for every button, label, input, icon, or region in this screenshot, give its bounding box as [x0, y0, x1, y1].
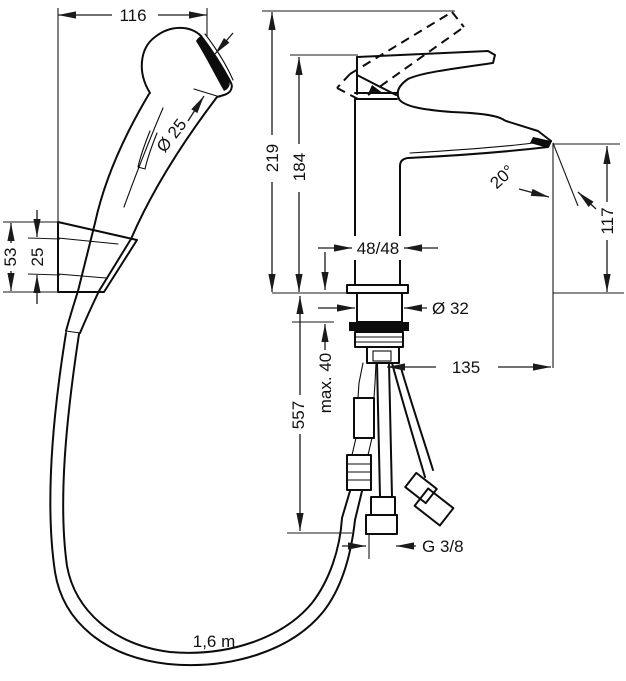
label-thread-size: G 3/8 — [422, 537, 464, 556]
base-flange — [346, 284, 409, 294]
label-spray-head-width: 116 — [119, 6, 146, 25]
supply-hoses — [365, 362, 455, 535]
spout-angle-line — [552, 142, 579, 207]
label-under-counter-length: 557 — [289, 401, 308, 429]
label-holder-spacing: 25 — [28, 248, 47, 267]
label-lever-height: 184 — [290, 153, 309, 181]
aerator — [530, 137, 551, 148]
faucet-drawing — [272, 11, 624, 535]
wall-holder — [57, 221, 138, 293]
label-max-mounting-thickness: max. 40 — [316, 353, 335, 413]
label-outlet-height: 117 — [598, 207, 617, 234]
extension-lines — [3, 8, 620, 559]
label-holder-height: 53 — [1, 248, 20, 267]
mounting-shank — [349, 292, 409, 364]
label-hose-length: 1,6 m — [193, 632, 236, 651]
outlet-hose — [346, 362, 377, 491]
handspray-drawing — [49, 26, 363, 667]
dimension-lines — [7, 11, 611, 550]
label-body-cross-section: 48/48 — [357, 239, 400, 258]
spray-hose — [49, 332, 363, 667]
label-shank-diameter: Ø 32 — [432, 299, 469, 318]
label-spout-reach: 135 — [452, 358, 480, 377]
label-total-height: 219 — [263, 144, 282, 172]
spray-face-shadow — [196, 36, 230, 91]
